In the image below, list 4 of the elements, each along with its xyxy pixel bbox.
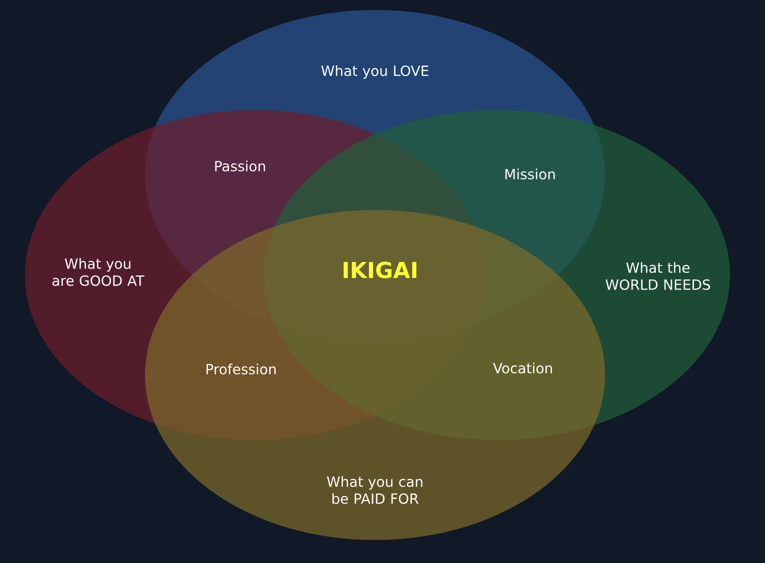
overlap-label: Mission <box>505 168 555 180</box>
center-label: IKIGAI <box>344 262 416 278</box>
overlap-label: Vocation <box>493 362 552 374</box>
overlap-label: Passion <box>215 160 265 172</box>
